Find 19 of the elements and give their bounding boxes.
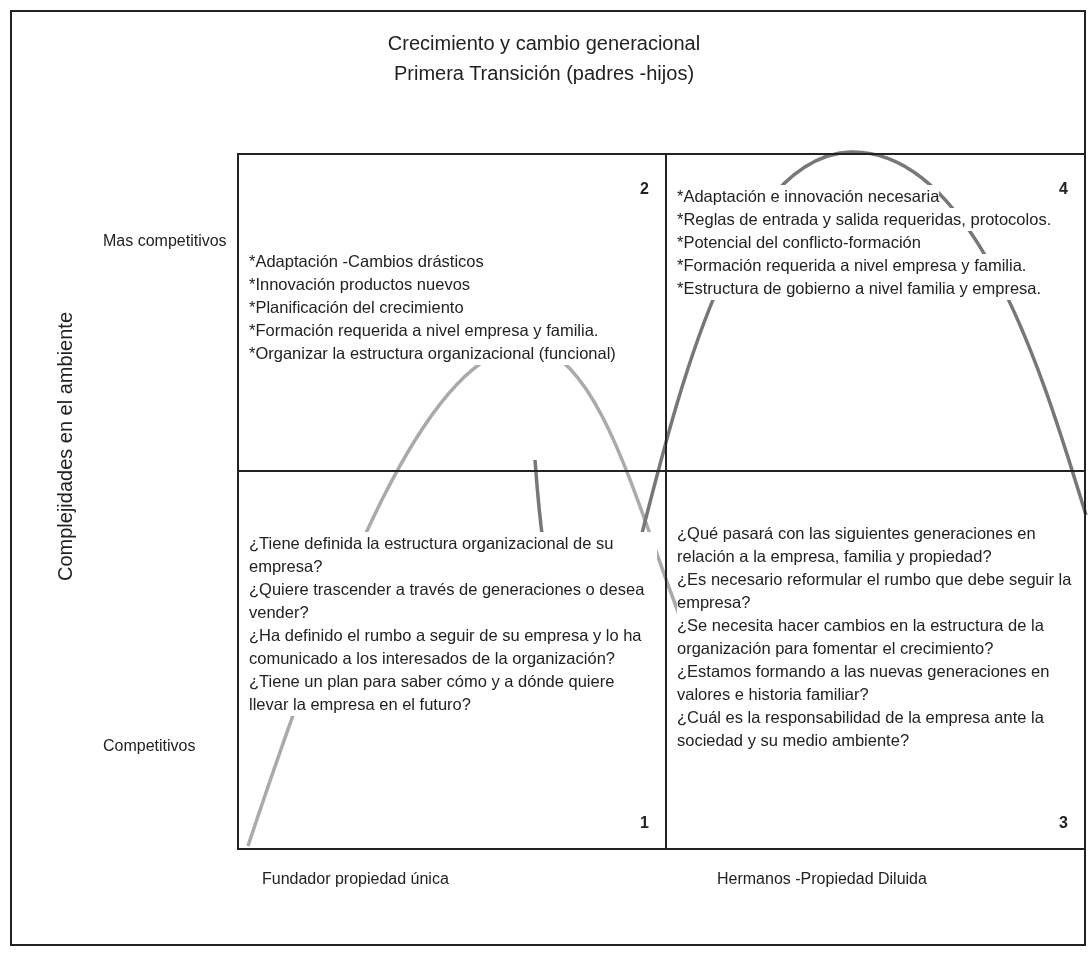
quadrant-text: *Formación requerida a nivel empresa y familia. xyxy=(677,254,1027,277)
axis-title: Complejidades en el ambiente xyxy=(53,310,77,584)
quadrant-panel xyxy=(237,470,667,850)
title: Crecimiento y cambio generacional Primera Transición (padres -hijos) xyxy=(386,31,702,86)
quadrant-panel xyxy=(237,153,667,472)
quadrant-text: *Adaptación e innovación necesaria xyxy=(677,185,940,208)
quadrant-text: ¿Tiene definida la estructura organizacional de su empresa? xyxy=(249,532,657,578)
axis-label: Competitivos xyxy=(103,736,197,756)
quadrant-text: *Organizar la estructura organizacional (funcional) xyxy=(249,342,616,365)
axis-label: Mas competitivos xyxy=(103,231,228,251)
quadrant-number: 3 xyxy=(1059,813,1068,833)
quadrant-text: *Estructura de gobierno a nivel familia y empresa. xyxy=(677,277,1042,300)
quadrant-number: 4 xyxy=(1059,179,1068,199)
quadrant-number: 2 xyxy=(640,179,649,199)
quadrant-number: 1 xyxy=(640,813,649,833)
quadrant-text: *Potencial del conflicto-formación xyxy=(677,231,921,254)
quadrant-text: *Reglas de entrada y salida requeridas, protocolos. xyxy=(677,208,1052,231)
axis-label: Fundador propiedad única xyxy=(262,869,450,889)
axis-label: Hermanos -Propiedad Diluida xyxy=(717,869,928,889)
